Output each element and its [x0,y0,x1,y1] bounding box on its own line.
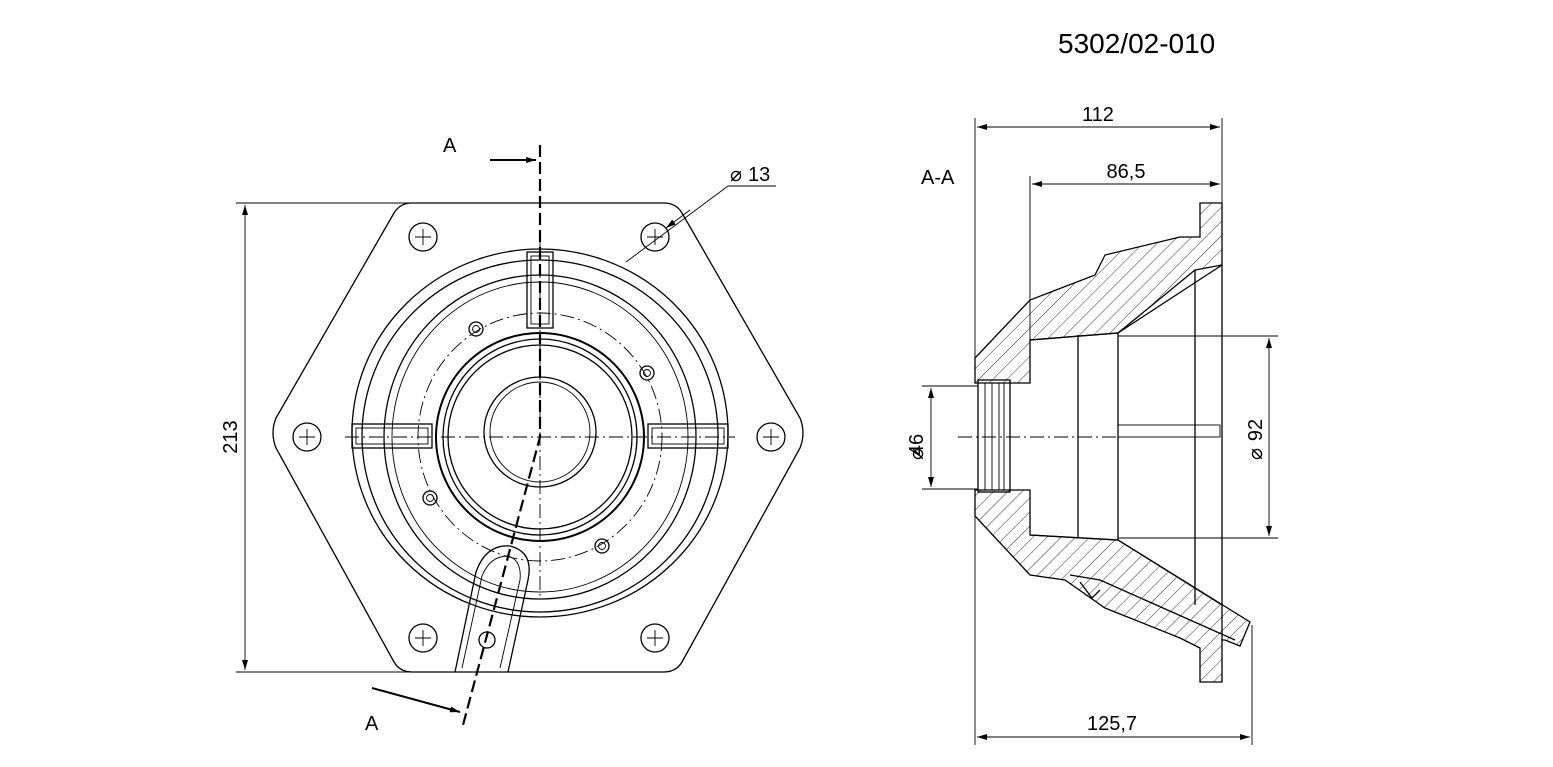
diameter-symbol: ⌀ [730,164,742,186]
section-arrow-bottom [371,687,461,713]
section-view: A-A 112 [906,104,1278,745]
slot-left-inner [355,427,429,445]
small-diameter-symbol: ⌀ [906,448,928,460]
mounting-holes [292,222,786,653]
bolt-holes [422,321,655,554]
rib-slot [1117,424,1221,438]
outlet-spout-inner [461,555,521,669]
inlet-grooves [977,379,1011,493]
mounting-hole [408,222,438,252]
hex-flange-outline [272,202,804,673]
bolt-hole [639,365,655,381]
front-view: A A ⌀ 13 213 [220,135,804,735]
slot-left [351,423,433,449]
small-diameter-value: 46 [906,434,928,456]
mounting-hole [640,222,670,252]
inner-bore [1029,332,1119,541]
outlet-channel [1069,574,1236,641]
height-dimension-value: 213 [220,420,242,453]
slot-right-inner [651,427,725,445]
large-diameter-value: 92 [1245,419,1267,441]
drawing-number: 5302/02-010 [1058,28,1215,59]
hole-diameter-value: 13 [748,164,770,186]
section-label-top: A [443,135,457,157]
bottom-length-value: 125,7 [1087,713,1137,735]
upper-wall-section [974,202,1223,384]
section-cut-line [461,145,542,726]
slot-right [647,423,729,449]
section-label-bottom: A [365,713,379,735]
mounting-hole [292,422,322,452]
section-view-label: A-A [921,167,955,189]
bolt-hole [422,490,438,506]
inner-length-value: 86,5 [1107,161,1146,183]
mounting-hole [756,422,786,452]
large-diameter-symbol: ⌀ [1245,448,1267,460]
bolt-hole [594,538,610,554]
outlet-spout [454,545,530,673]
overall-length-value: 112 [1082,104,1114,126]
mounting-hole [408,623,438,653]
mounting-hole [640,623,670,653]
bolt-hole [468,321,484,337]
hole-diameter-leader [625,185,729,263]
